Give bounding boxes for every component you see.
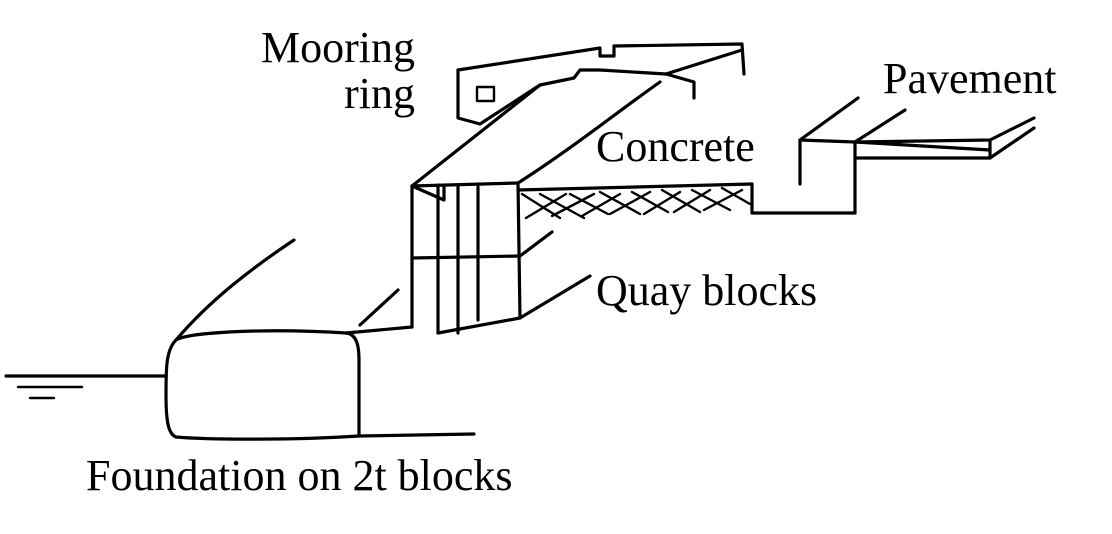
backfill-hatching: [520, 186, 752, 220]
mooring-label-line2: ring: [344, 69, 415, 118]
foundation-block: [164, 238, 476, 441]
foundation-label: Foundation on 2t blocks: [86, 451, 513, 500]
mooring-label-line1: Mooring: [261, 23, 415, 72]
pavement-slab: [853, 116, 1036, 160]
concrete-cap: [410, 42, 754, 192]
quay-blocks-label: Quay blocks: [596, 266, 818, 315]
water-level-symbol: [4, 374, 168, 400]
concrete-label: Concrete: [596, 122, 755, 171]
mooring-ring-label: Mooring ring: [215, 25, 415, 117]
pavement-label: Pavement: [883, 54, 1057, 103]
pavement-support: [750, 96, 992, 215]
